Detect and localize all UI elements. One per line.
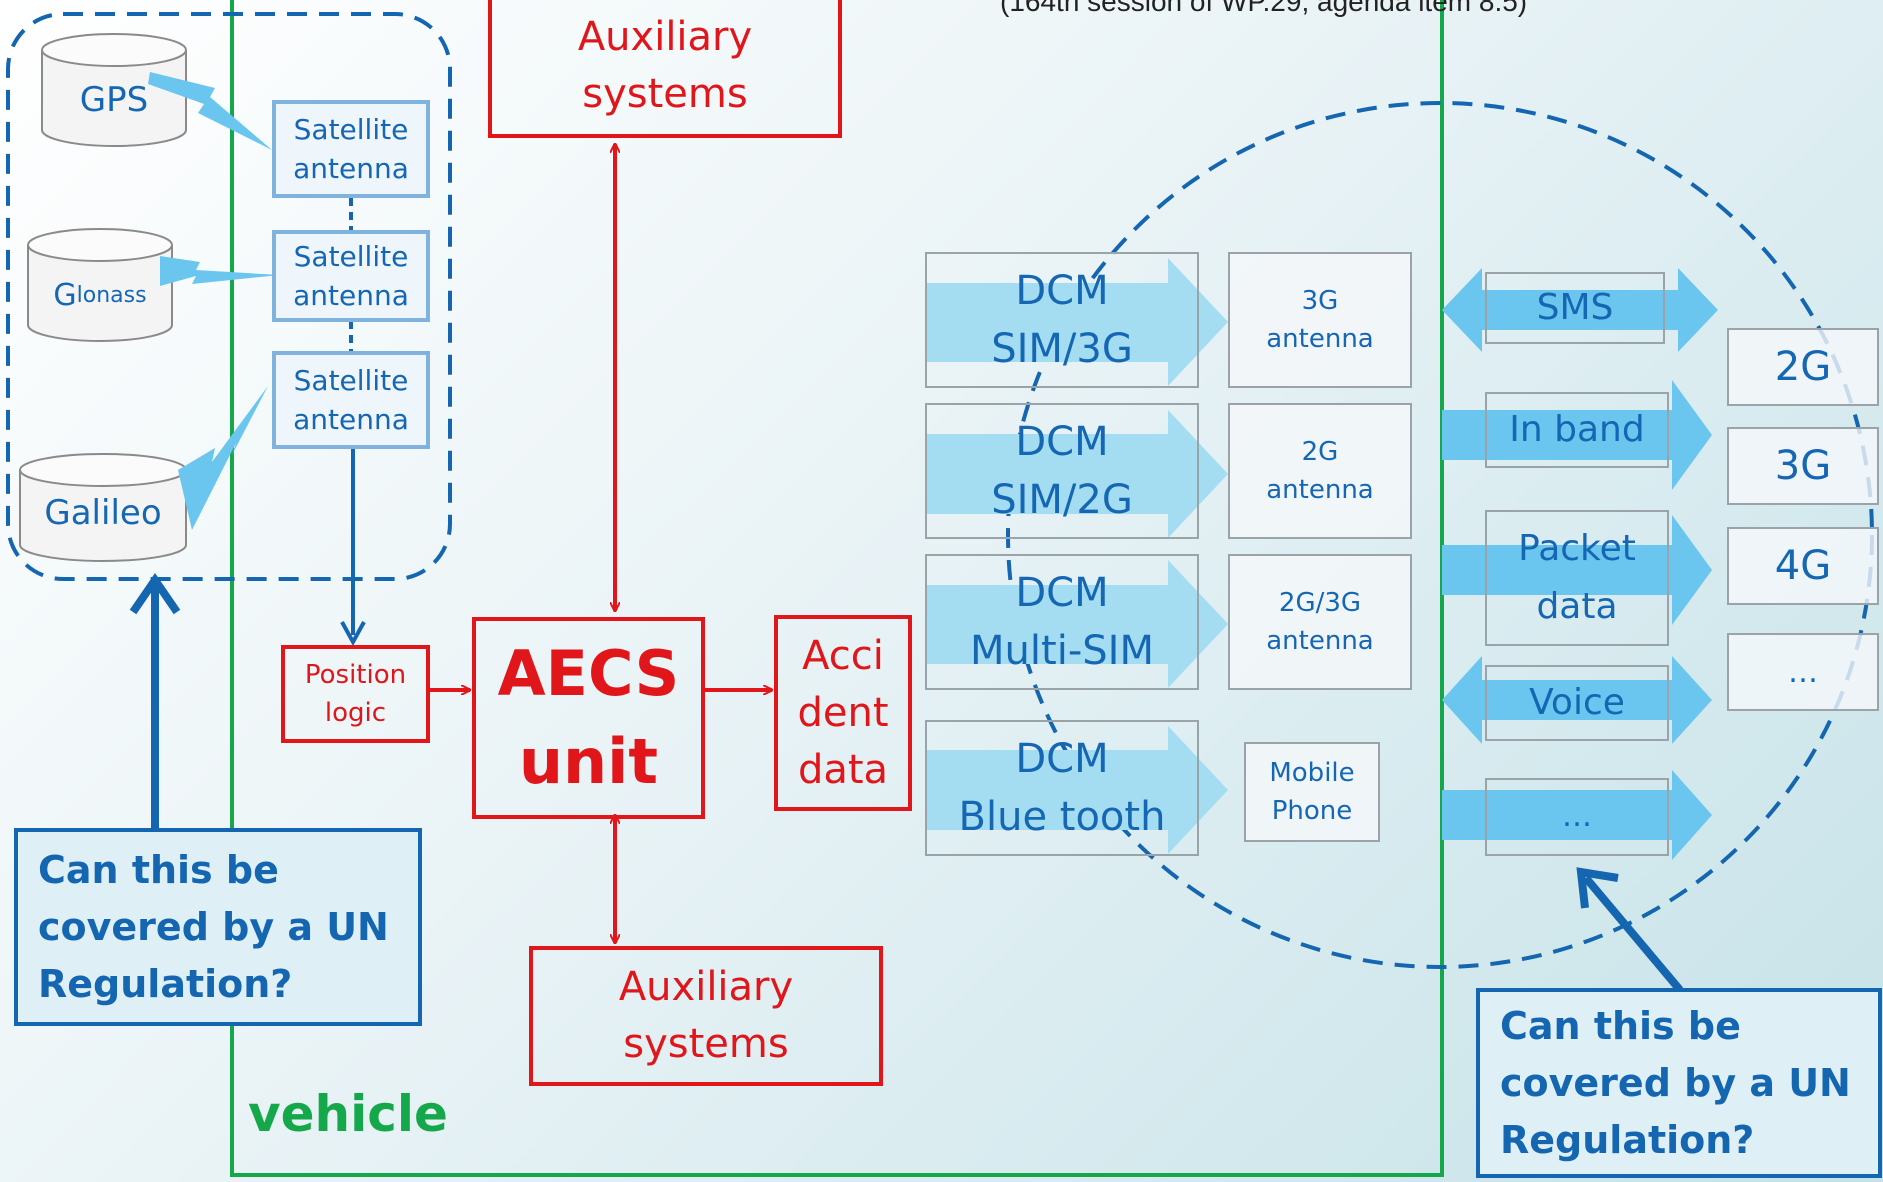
network-more: … — [1727, 633, 1879, 711]
left-question-box: Can this be covered by a UN Regulation? — [14, 828, 422, 1026]
aecs-unit: AECS unit — [472, 617, 705, 819]
sms-arrow — [1442, 268, 1718, 352]
comm-voice-label: Voice — [1529, 682, 1625, 723]
accident-data: Acci dent data — [774, 615, 912, 811]
in-band-arrow — [1442, 380, 1712, 490]
network-3g: 3G — [1727, 427, 1879, 505]
dcm-sim2g-arrow — [925, 410, 1228, 538]
auxiliary-systems-bottom: Auxiliary systems — [529, 946, 883, 1086]
dcm-multisim: DCM Multi-SIM — [925, 554, 1199, 690]
glonass-label-initial: G — [53, 277, 77, 313]
position-logic: Position logic — [281, 645, 430, 743]
vehicle-label: vehicle — [248, 1085, 448, 1143]
satellite-antenna-2: Satellite antenna — [272, 230, 430, 322]
antenna-2g3g: 2G/3G antenna — [1228, 554, 1412, 690]
comm-more: … — [1485, 778, 1669, 856]
satellite-group-boundary — [6, 12, 452, 581]
gps-signal-bolt — [148, 72, 272, 150]
comm-more-label: … — [1562, 799, 1592, 834]
galileo-cylinder — [19, 453, 187, 562]
packet-data-arrow — [1442, 515, 1712, 625]
comm-voice: Voice — [1485, 665, 1669, 741]
galileo-signal-bolt — [178, 386, 268, 530]
dcm-sim2g: DCM SIM/2G — [925, 403, 1199, 539]
gps-label: GPS — [79, 80, 149, 120]
comm-sms-label: SMS — [1536, 287, 1614, 328]
auxiliary-systems-top: Auxiliary systems — [488, 0, 842, 138]
dcm-sim3g-arrow — [925, 258, 1228, 386]
comm-in-band-label: In band — [1509, 409, 1645, 450]
dcm-sim3g: DCM SIM/3G — [925, 252, 1199, 388]
right-question-arrow — [1582, 875, 1684, 993]
glonass-cylinder — [27, 228, 173, 342]
dcm-multisim-arrow — [925, 560, 1228, 688]
comm-sms: SMS — [1485, 272, 1665, 344]
network-4g: 4G — [1727, 527, 1879, 605]
antenna-3g: 3G antenna — [1228, 252, 1412, 388]
glonass-label-rest: lonass — [76, 282, 147, 308]
dcm-bluetooth-arrow — [925, 726, 1228, 854]
satellite-antenna-3: Satellite antenna — [272, 351, 430, 449]
dcm-bluetooth: DCM Blue tooth — [925, 720, 1199, 856]
comm-in-band: In band — [1485, 392, 1669, 468]
glonass-signal-bolt — [160, 256, 280, 286]
galileo-label: Galileo — [44, 493, 162, 533]
network-2g: 2G — [1727, 328, 1879, 406]
antenna-2g: 2G antenna — [1228, 403, 1412, 539]
satellite-antenna-1: Satellite antenna — [272, 100, 430, 198]
voice-arrow — [1442, 656, 1712, 744]
comm-packet-data-label: Packet data — [1518, 528, 1636, 627]
mobile-phone: Mobile Phone — [1244, 742, 1380, 842]
right-question-box: Can this be covered by a UN Regulation? — [1476, 988, 1882, 1178]
comm-packet-data: Packet data — [1485, 510, 1669, 646]
header-note: (164th session of WP.29, agenda item 8.5… — [1000, 0, 1528, 17]
more-comm-arrow — [1442, 770, 1712, 860]
